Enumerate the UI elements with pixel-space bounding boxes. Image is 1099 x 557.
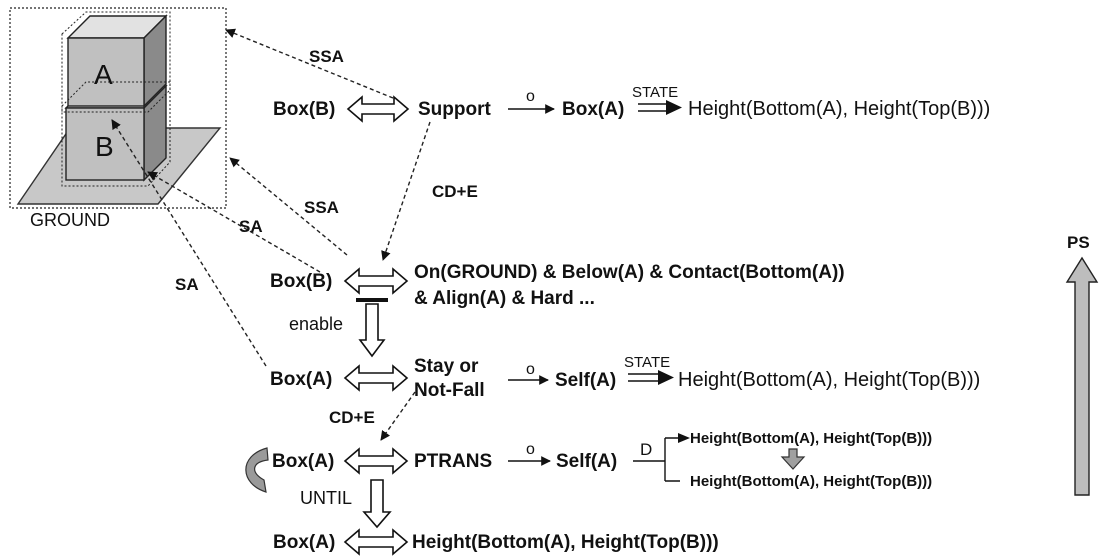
row5-double-arrow	[343, 528, 409, 556]
row1-state-arrowhead	[666, 100, 682, 115]
row4-branch	[633, 437, 680, 482]
row4-down-arrow	[780, 448, 806, 470]
sa-label-mid: SA	[239, 217, 263, 236]
loop-icon	[245, 447, 269, 493]
ssa-arrow-mid	[229, 157, 348, 256]
cde-label-top: CD+E	[432, 182, 478, 201]
cde-arrow-bottom	[380, 391, 416, 441]
cde-arrow-top	[381, 121, 431, 261]
block-a-label: A	[94, 59, 113, 90]
row2-line2: & Align(A) & Hard ...	[414, 288, 595, 309]
row3-result: Height(Bottom(A), Height(Top(B)))	[678, 369, 980, 391]
row3-o: o	[526, 361, 535, 378]
ps-up-arrow	[1065, 256, 1099, 496]
row4-d: D	[640, 440, 652, 459]
enable-down-arrow	[358, 303, 386, 358]
row3-left: Box(A)	[270, 369, 332, 390]
row4-target: Self(A)	[556, 451, 617, 472]
row3-state-arrowhead	[658, 370, 674, 385]
sa-label-left: SA	[175, 275, 199, 294]
row4-branch-bottom: Height(Bottom(A), Height(Top(B)))	[690, 473, 932, 490]
row4-left: Box(A)	[272, 451, 334, 472]
row1-state: STATE	[632, 84, 678, 101]
row1-target: Box(A)	[562, 99, 624, 120]
row3-state-arrow	[628, 373, 660, 382]
row4-center: PTRANS	[414, 451, 492, 472]
row3-double-arrow	[343, 364, 409, 392]
row3-state: STATE	[624, 354, 670, 371]
ps-label: PS	[1067, 233, 1090, 252]
row2-line1: On(GROUND) & Below(A) & Contact(Bottom(A…	[414, 262, 845, 283]
row1-o: o	[526, 88, 535, 105]
row1-state-arrow	[638, 103, 668, 112]
row1-center: Support	[418, 99, 491, 120]
row2-left: Box(B)	[270, 271, 332, 292]
row4-branch-arrowhead	[678, 433, 690, 443]
box-b-front	[65, 107, 145, 181]
row4-double-arrow	[343, 447, 409, 475]
box-b-outline	[61, 81, 171, 187]
ground-label: GROUND	[30, 210, 110, 230]
row1-double-arrow	[346, 95, 410, 123]
row5-left: Box(A)	[273, 532, 335, 553]
row3-center-line2: Not-Fall	[414, 380, 485, 401]
row2-double-arrow	[343, 267, 409, 295]
sa-arrow-mid	[147, 171, 321, 273]
row1-left: Box(B)	[273, 99, 335, 120]
until-down-arrow	[362, 479, 392, 529]
illustration-frame	[9, 7, 227, 209]
block-illustration: A B GROUND	[9, 7, 227, 230]
row4-branch-top: Height(Bottom(A), Height(Top(B)))	[690, 430, 932, 447]
box-a-front	[67, 37, 145, 107]
ssa-label-mid: SSA	[304, 198, 339, 217]
row1-result: Height(Bottom(A), Height(Top(B)))	[688, 98, 990, 120]
row5-result: Height(Bottom(A), Height(Top(B)))	[412, 532, 719, 553]
row4-o: o	[526, 441, 535, 458]
ssa-label-top: SSA	[309, 47, 344, 66]
box-a-outline	[61, 11, 171, 113]
ssa-arrow-top	[225, 28, 394, 99]
sa-arrow-left	[111, 119, 267, 367]
row3-center-line1: Stay or	[414, 356, 479, 377]
row3-target: Self(A)	[555, 370, 616, 391]
enable-label: enable	[289, 314, 343, 334]
cde-label-bottom: CD+E	[329, 408, 375, 427]
until-label: UNTIL	[300, 488, 352, 508]
block-b-label: B	[95, 131, 114, 162]
